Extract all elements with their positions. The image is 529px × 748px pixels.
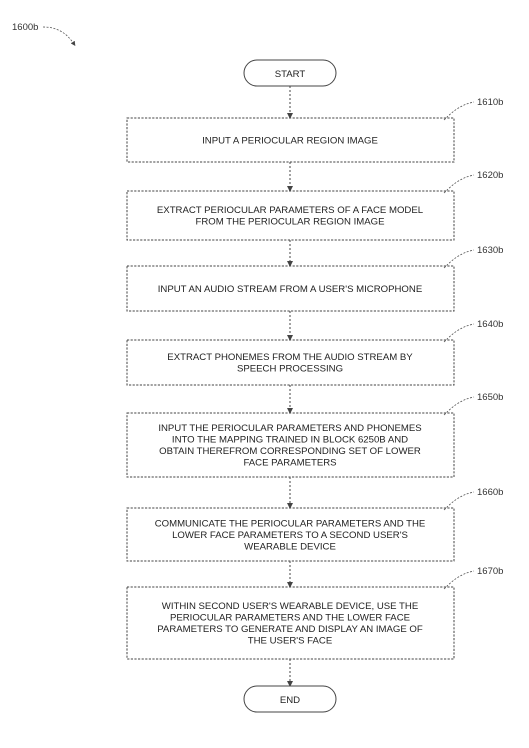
step-text-line: LOWER FACE PARAMETERS TO A SECOND USER'S xyxy=(172,530,408,541)
step-1640b: EXTRACT PHONEMES FROM THE AUDIO STREAM B… xyxy=(126,319,503,386)
reference-numeral: 1630b xyxy=(477,245,503,256)
step-1670b: WITHIN SECOND USER'S WEARABLE DEVICE, US… xyxy=(126,566,503,660)
start-terminal: START xyxy=(243,59,337,87)
start-terminal-label: START xyxy=(275,69,306,80)
step-1650b: INPUT THE PERIOCULAR PARAMETERS AND PHON… xyxy=(126,392,503,478)
reference-numeral: 1640b xyxy=(477,319,503,330)
end-terminal-shape xyxy=(243,685,337,713)
step-text-line: WITHIN SECOND USER'S WEARABLE DEVICE, US… xyxy=(162,601,418,612)
reference-leader xyxy=(443,323,475,343)
step-box xyxy=(126,190,455,241)
process-steps: INPUT A PERIOCULAR REGION IMAGE 1610bEXTR… xyxy=(126,86,503,687)
step-text-line: EXTRACT PHONEMES FROM THE AUDIO STREAM B… xyxy=(167,352,413,363)
reference-leader xyxy=(443,396,475,416)
step-text-line: EXTRACT PERIOCULAR PARAMETERS OF A FACE … xyxy=(157,205,424,216)
step-text-line: PERIOCULAR PARAMETERS AND THE LOWER FACE xyxy=(170,613,410,624)
step-text-line: PARAMETERS TO GENERATE AND DISPLAY AN IM… xyxy=(157,624,423,635)
step-text-line: OBTAIN THEREFROM CORRESPONDING SET OF LO… xyxy=(159,446,421,457)
step-text-line: INPUT THE PERIOCULAR PARAMETERS AND PHON… xyxy=(158,423,421,434)
end-terminal-label: END xyxy=(280,695,300,706)
step-text-line: FACE PARAMETERS xyxy=(243,458,336,469)
reference-numeral: 1610b xyxy=(477,97,503,108)
step-box xyxy=(126,265,455,312)
step-box xyxy=(126,586,455,660)
reference-leader xyxy=(443,491,475,511)
step-box xyxy=(126,507,455,562)
reference-numeral: 1620b xyxy=(477,170,503,181)
reference-leader xyxy=(443,101,475,121)
step-text-line: INTO THE MAPPING TRAINED IN BLOCK 6250B … xyxy=(172,435,408,446)
reference-leader xyxy=(443,249,475,269)
step-text-line: INPUT A PERIOCULAR REGION IMAGE xyxy=(202,135,378,146)
reference-numeral: 1660b xyxy=(477,487,503,498)
step-box xyxy=(126,117,455,163)
step-text-line: THE USER'S FACE xyxy=(248,636,332,647)
figure-label: 1600b xyxy=(12,22,38,33)
step-box xyxy=(126,339,455,386)
step-text-line: WEARABLE DEVICE xyxy=(244,541,336,552)
step-text-line: INPUT AN AUDIO STREAM FROM A USER'S MICR… xyxy=(158,284,422,295)
step-1660b: COMMUNICATE THE PERIOCULAR PARAMETERS AN… xyxy=(126,487,503,562)
reference-numeral: 1670b xyxy=(477,566,503,577)
end-terminal: END xyxy=(243,685,337,713)
step-box xyxy=(126,412,455,478)
reference-leader xyxy=(443,570,475,590)
figure-label-arrow xyxy=(42,26,76,46)
reference-numeral: 1650b xyxy=(477,392,503,403)
reference-leader xyxy=(443,174,475,194)
step-text-line: SPEECH PROCESSING xyxy=(237,364,343,375)
step-1610b: INPUT A PERIOCULAR REGION IMAGE 1610b xyxy=(126,97,503,163)
step-text-line: FROM THE PERIOCULAR REGION IMAGE xyxy=(195,217,384,228)
step-1620b: EXTRACT PERIOCULAR PARAMETERS OF A FACE … xyxy=(126,170,503,241)
step-text-line: COMMUNICATE THE PERIOCULAR PARAMETERS AN… xyxy=(155,518,426,529)
step-1630b: INPUT AN AUDIO STREAM FROM A USER'S MICR… xyxy=(126,245,503,312)
